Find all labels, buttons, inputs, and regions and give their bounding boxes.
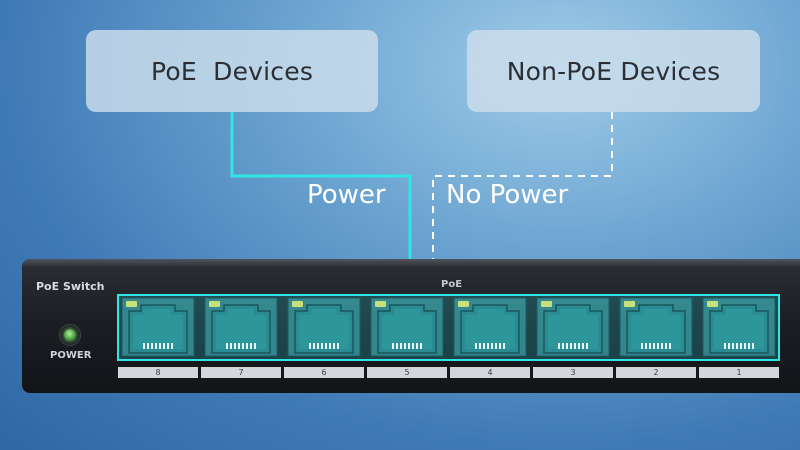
ethernet-port-icon bbox=[453, 297, 527, 357]
power-line bbox=[230, 112, 412, 296]
ethernet-port-icon bbox=[536, 297, 610, 357]
power-label: Power bbox=[307, 180, 386, 210]
switch-top-edge bbox=[22, 259, 800, 267]
poe-devices-box: PoE Devices bbox=[86, 30, 378, 112]
port-number-label: 1 bbox=[699, 367, 779, 378]
ethernet-port-icon bbox=[619, 297, 693, 357]
ethernet-port-icon bbox=[287, 297, 361, 357]
port-number-label: 5 bbox=[367, 367, 447, 378]
power-led-icon bbox=[64, 329, 76, 341]
non-poe-devices-label: Non-PoE Devices bbox=[506, 56, 721, 86]
ethernet-port-icon bbox=[370, 297, 444, 357]
power-indicator-label: POWER bbox=[50, 350, 92, 361]
power-led-ring bbox=[59, 324, 81, 346]
port-number-label: 7 bbox=[201, 367, 281, 378]
non-poe-devices-box: Non-PoE Devices bbox=[467, 30, 760, 112]
ethernet-port-icon bbox=[121, 297, 195, 357]
poe-devices-label: PoE Devices bbox=[150, 56, 314, 86]
poe-marking: PoE bbox=[441, 279, 463, 290]
port-number-label: 3 bbox=[533, 367, 613, 378]
no-power-label: No Power bbox=[446, 180, 569, 210]
port-number-label: 2 bbox=[616, 367, 696, 378]
port-number-label: 4 bbox=[450, 367, 530, 378]
switch-title: PoE Switch bbox=[36, 280, 105, 293]
ethernet-port-icon bbox=[204, 297, 278, 357]
ethernet-port-icon bbox=[702, 297, 776, 357]
port-number-label: 6 bbox=[284, 367, 364, 378]
no-power-line bbox=[432, 112, 613, 282]
port-number-label: 8 bbox=[118, 367, 198, 378]
